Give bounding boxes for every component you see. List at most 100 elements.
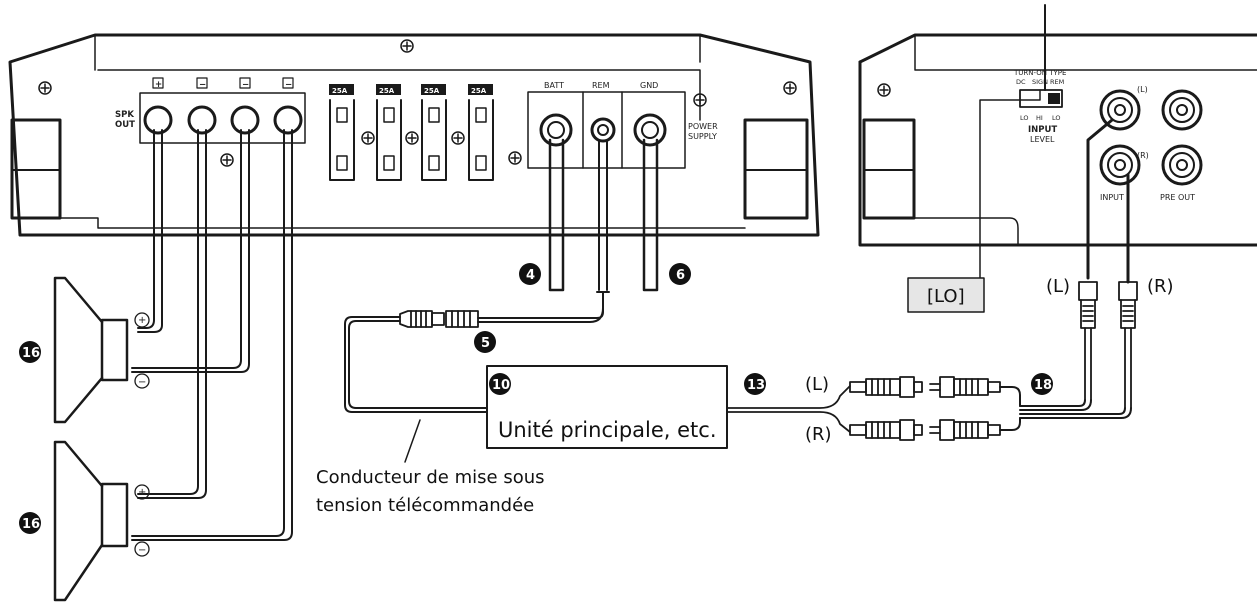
- speaker-icon: + −: [53, 440, 150, 602]
- cable-left-label: (L): [805, 374, 829, 395]
- fuse: 25A: [468, 84, 494, 181]
- gnd-label: GND: [640, 81, 658, 90]
- screw-icons: [38, 39, 797, 167]
- switch-option: REM: [1050, 78, 1064, 86]
- screw-icon: [220, 153, 234, 167]
- remote-connector: [344, 310, 488, 413]
- marker-16: [19, 341, 41, 363]
- input-level-switch: TURN-ON TYPE DC SIGN REM LO HI LO INPUT …: [979, 4, 1066, 281]
- marker-5: [474, 331, 496, 353]
- rca-plug-r: [1118, 281, 1138, 409]
- svg-text:10: 10: [492, 378, 510, 393]
- cable-right-label: (R): [805, 424, 832, 445]
- input-label: INPUT: [1100, 193, 1124, 202]
- power-supply-label: SUPPLY: [688, 132, 717, 141]
- rca-cable-pair: [726, 376, 1021, 441]
- speaker-terminal: [143, 105, 173, 135]
- screw-icon: [400, 39, 414, 53]
- svg-text:18: 18: [1034, 378, 1052, 393]
- speaker-output-terminals: SPK OUT + − − −: [115, 77, 306, 144]
- svg-text:4: 4: [526, 268, 535, 283]
- fuse: 25A: [376, 84, 402, 181]
- remote-lead-label: Conducteur de mise sous: [316, 467, 545, 488]
- batt-wire: [548, 138, 565, 292]
- lo-label: [LO]: [927, 286, 965, 307]
- speaker-plus: +: [138, 487, 146, 498]
- amplifier-body: [8, 33, 820, 237]
- fuse-rating: 25A: [471, 87, 487, 95]
- input-level-label: INPUT: [1028, 125, 1057, 135]
- input-jack-l: [1099, 89, 1141, 131]
- terminal-sign: +: [155, 80, 162, 90]
- speaker-minus: −: [138, 545, 146, 556]
- rem-label: REM: [592, 81, 610, 90]
- svg-text:5: 5: [481, 336, 490, 351]
- lo-box: [907, 277, 985, 313]
- fuse-rating: 25A: [424, 87, 440, 95]
- head-unit-box: [486, 365, 728, 449]
- marker-4: [519, 263, 541, 285]
- screw-icon: [38, 81, 52, 95]
- speaker-minus: −: [138, 377, 146, 388]
- rca-plug-l: [1078, 281, 1098, 401]
- rca-jacks: (L) (R) INPUT PRE OUT: [1099, 85, 1203, 202]
- pre-out-jack-l: [1161, 89, 1203, 131]
- svg-text:16: 16: [22, 346, 40, 361]
- fuse-rating: 25A: [379, 87, 395, 95]
- screw-icon: [405, 131, 419, 145]
- switch-option: SIGN: [1032, 78, 1048, 86]
- terminal-sign: −: [285, 80, 292, 90]
- gnd-terminal: [633, 113, 667, 147]
- screw-icon: [877, 83, 891, 97]
- pre-out-label: PRE OUT: [1160, 193, 1195, 202]
- pre-out-jack-r: [1161, 144, 1203, 186]
- speaker-terminal: [187, 105, 217, 135]
- marker-18: [1031, 373, 1053, 395]
- gnd-wire: [642, 138, 659, 292]
- terminal-sign: −: [242, 80, 249, 90]
- power-supply-label: POWER: [688, 122, 718, 131]
- head-unit-label: Unité principale, etc.: [498, 418, 717, 442]
- svg-text:16: 16: [22, 517, 40, 532]
- number-markers: 4 6 5 10 13 18 16 16: [19, 263, 1053, 534]
- marker-10: [489, 373, 511, 395]
- marker-6: [669, 263, 691, 285]
- switch-option: DC: [1016, 78, 1026, 86]
- marker-16: [19, 512, 41, 534]
- left-marker: (L): [1137, 85, 1148, 94]
- batt-terminal: [539, 113, 573, 147]
- screw-icon: [783, 81, 797, 95]
- rca-plugs: [1019, 118, 1138, 419]
- screw-icon: [361, 131, 375, 145]
- turn-on-type-label: TURN-ON TYPE: [1013, 69, 1066, 77]
- fuse: 25A: [329, 84, 355, 181]
- screw-icon: [451, 131, 465, 145]
- speaker-plus: +: [138, 315, 146, 326]
- right-marker: (R): [1137, 151, 1149, 160]
- fuse-rating: 25A: [332, 87, 348, 95]
- plug-right-label: (R): [1147, 276, 1174, 297]
- speaker-terminal: [230, 105, 260, 135]
- terminal-sign: −: [199, 80, 206, 90]
- input-panel-body: [858, 33, 1257, 247]
- spk-out-label: OUT: [115, 120, 135, 130]
- fuses: 25A 25A 25A 25A: [329, 84, 494, 181]
- svg-text:6: 6: [676, 268, 685, 283]
- spk-out-label: SPK: [115, 110, 134, 120]
- speaker-icon: + −: [53, 276, 150, 424]
- plug-left-label: (L): [1046, 276, 1070, 297]
- fuse: 25A: [421, 84, 447, 181]
- input-level-label: LEVEL: [1030, 135, 1055, 144]
- remote-lead-label: tension télécommandée: [316, 495, 534, 516]
- rem-terminal: [590, 117, 616, 143]
- rem-wire: [598, 139, 608, 291]
- screw-icon: [693, 93, 707, 107]
- batt-label: BATT: [544, 81, 564, 90]
- speakers: + − + −: [53, 276, 150, 602]
- marker-13: [744, 373, 766, 395]
- switch-option: LO: [1052, 114, 1061, 122]
- switch-option: HI: [1036, 114, 1043, 122]
- screw-icon: [508, 151, 522, 165]
- input-jack-r: [1099, 144, 1141, 186]
